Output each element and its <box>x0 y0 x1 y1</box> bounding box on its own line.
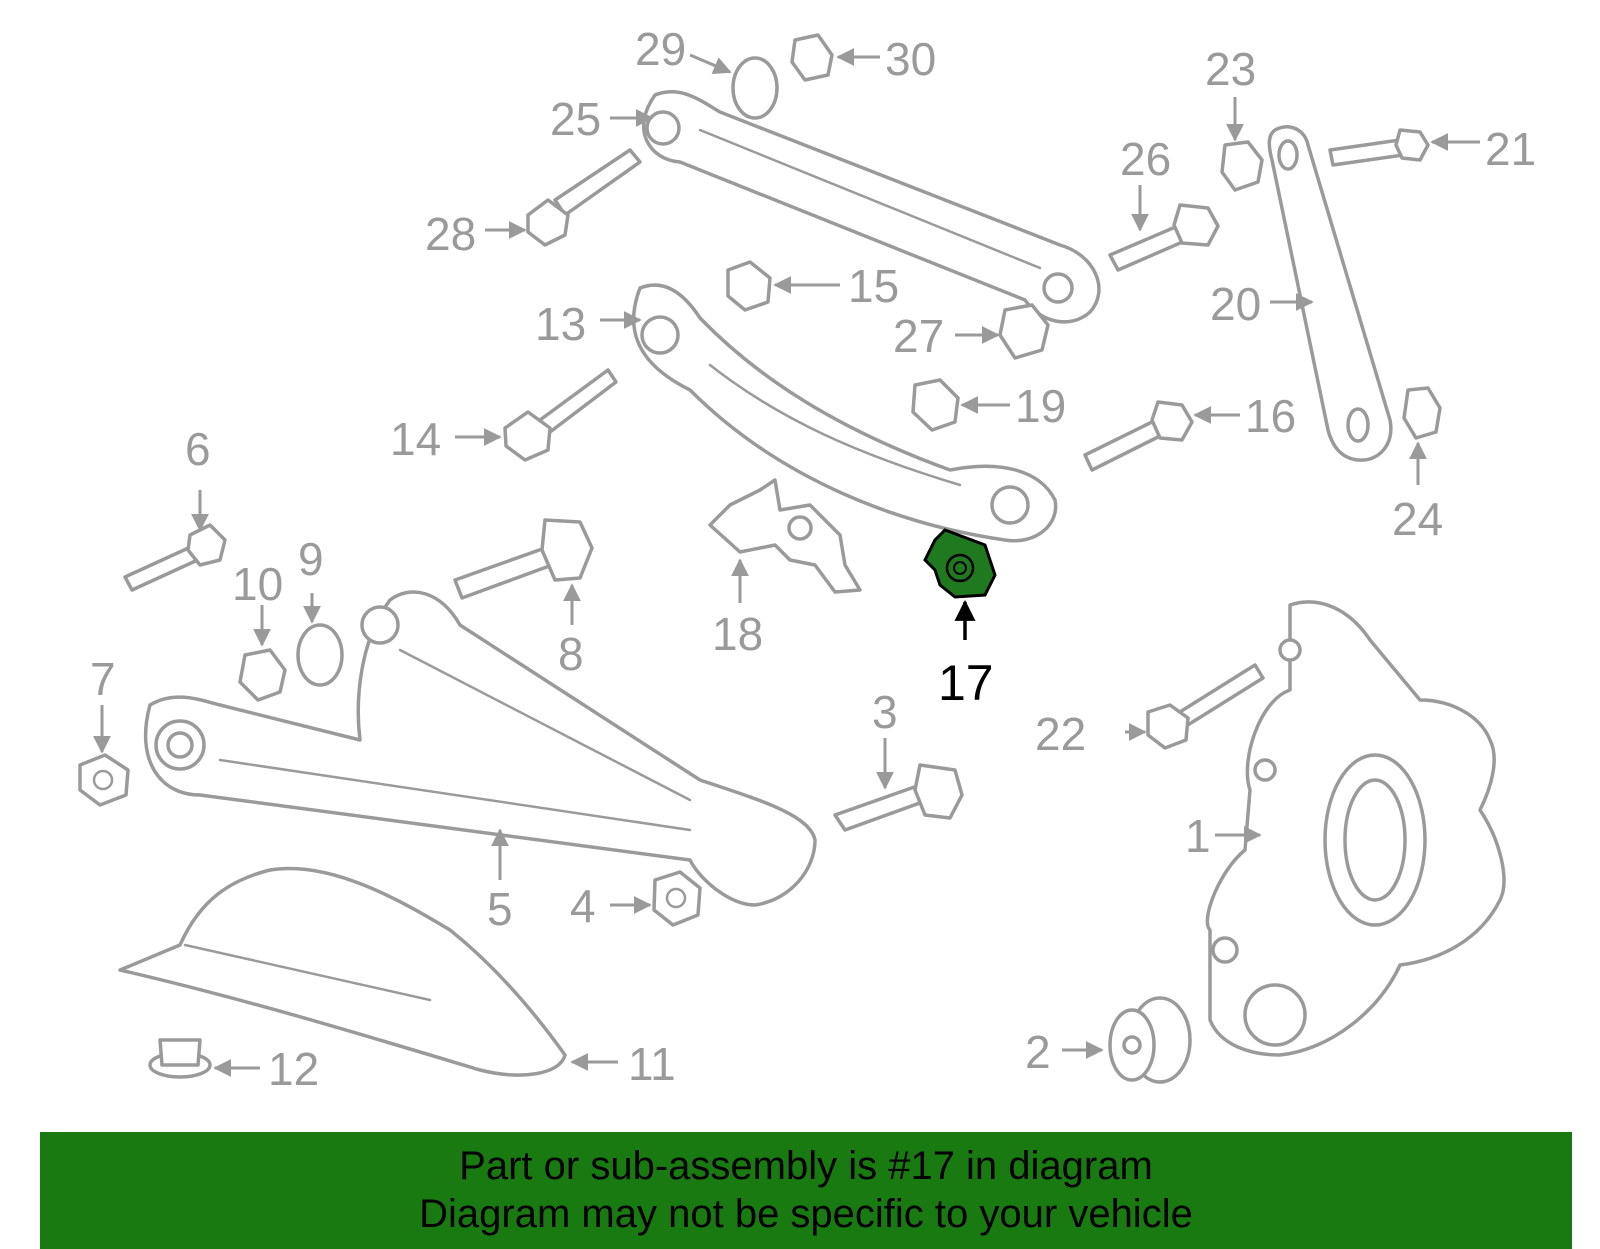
banner-line-1: Part or sub-assembly is #17 in diagram <box>459 1144 1153 1188</box>
callout-4: 4 <box>570 880 596 932</box>
callout-6: 6 <box>185 423 211 475</box>
info-banner: Part or sub-assembly is #17 in diagram D… <box>40 1132 1572 1249</box>
part-4-nut[interactable] <box>652 870 702 927</box>
part-2-bushing[interactable] <box>1108 996 1192 1084</box>
part-23-nut[interactable] <box>1220 140 1264 192</box>
callout-30: 30 <box>885 33 936 85</box>
callout-17-highlighted: 17 <box>938 655 994 711</box>
callout-18: 18 <box>712 608 763 660</box>
callout-1: 1 <box>1185 810 1211 862</box>
part-17-mount-highlighted[interactable] <box>923 528 997 599</box>
part-11-shield[interactable] <box>118 866 567 1077</box>
banner-line-2: Diagram may not be specific to your vehi… <box>419 1192 1193 1236</box>
callout-25: 25 <box>550 93 601 145</box>
callout-29: 29 <box>635 23 686 75</box>
part-22-bolt[interactable] <box>1146 663 1265 750</box>
part-25-upper-link[interactable] <box>642 89 1101 324</box>
part-5-lower-control-arm[interactable] <box>143 590 817 907</box>
callout-3: 3 <box>872 686 898 738</box>
part-30-nut[interactable] <box>790 33 834 82</box>
part-15-nut[interactable] <box>726 260 772 312</box>
callout-22: 22 <box>1035 708 1086 760</box>
callout-leaders <box>93 48 1480 1077</box>
part-8-bolt[interactable] <box>453 518 594 600</box>
callout-14: 14 <box>390 413 441 465</box>
callout-8: 8 <box>558 628 584 680</box>
part-7-nut[interactable] <box>78 753 130 807</box>
callout-15: 15 <box>848 260 899 312</box>
part-20-trailing-link[interactable] <box>1267 125 1393 462</box>
callout-27: 27 <box>893 310 944 362</box>
part-3-bolt[interactable] <box>833 763 964 832</box>
callout-24: 24 <box>1392 493 1443 545</box>
part-12-nut[interactable] <box>148 1038 212 1079</box>
callout-19: 19 <box>1015 380 1066 432</box>
callout-23: 23 <box>1205 43 1256 95</box>
callout-5: 5 <box>487 883 513 935</box>
callout-16: 16 <box>1245 390 1296 442</box>
callout-labels: 29 30 25 23 21 26 28 20 15 13 27 19 16 1… <box>90 23 1536 1095</box>
part-24-nut[interactable] <box>1402 386 1442 440</box>
part-13-lower-link[interactable] <box>632 283 1058 543</box>
part-6-bolt[interactable] <box>123 523 227 592</box>
part-1-knuckle[interactable] <box>1205 600 1506 1057</box>
part-21-bolt[interactable] <box>1328 128 1430 167</box>
callout-10: 10 <box>232 558 283 610</box>
callout-11: 11 <box>628 1038 676 1090</box>
callout-13: 13 <box>535 298 586 350</box>
part-10-nut[interactable] <box>238 648 287 702</box>
callout-9: 9 <box>298 533 324 585</box>
callout-12: 12 <box>268 1043 319 1095</box>
part-14-bolt[interactable] <box>503 368 618 462</box>
callout-21: 21 <box>1485 123 1536 175</box>
part-26-bolt[interactable] <box>1108 203 1220 272</box>
callout-28: 28 <box>425 208 476 260</box>
callout-20: 20 <box>1210 278 1261 330</box>
part-28-bolt[interactable] <box>526 148 642 247</box>
part-29-washer[interactable] <box>731 56 779 120</box>
part-16-bolt[interactable] <box>1083 400 1194 472</box>
part-18-bracket[interactable] <box>708 478 862 594</box>
callout-7: 7 <box>90 653 116 705</box>
callout-2: 2 <box>1025 1026 1051 1078</box>
part-19-nut[interactable] <box>911 378 960 432</box>
part-9-washer[interactable] <box>296 623 344 687</box>
callout-26: 26 <box>1120 133 1171 185</box>
part-27-nut[interactable] <box>998 303 1050 360</box>
